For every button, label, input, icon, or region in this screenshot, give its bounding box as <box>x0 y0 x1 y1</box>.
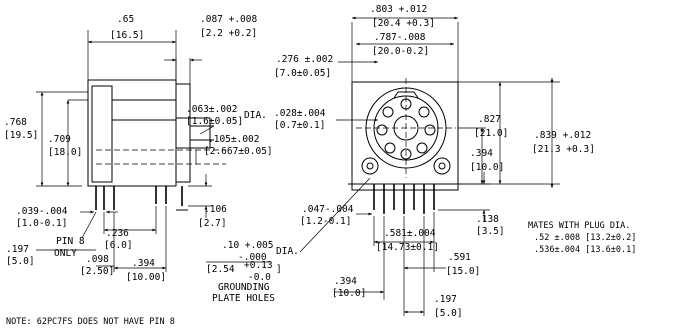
offset1-in: .236 <box>106 228 129 239</box>
pin-width-in: .039-.004 <box>16 206 68 217</box>
grounding-label-line1: GROUNDING <box>218 282 270 293</box>
front-pins <box>373 184 435 214</box>
offset4-mm: [10.00] <box>126 272 166 283</box>
offset3-mm: [2.50] <box>80 266 114 277</box>
grounding-label-line2: PLATE HOLES <box>212 293 275 304</box>
bottom-mm: [5.0] <box>434 308 463 319</box>
contact-hole <box>424 124 436 136</box>
right-mm: [15.0] <box>446 266 480 277</box>
shaft-housing <box>175 117 211 149</box>
body-flange <box>91 85 113 183</box>
height2-mm: [21.3 +0.3] <box>532 144 595 155</box>
bushing-in: .087 +.008 <box>200 14 257 25</box>
contact-hole <box>384 142 396 154</box>
plate-flange <box>351 183 459 191</box>
inner-width-in: .787-.008 <box>374 32 426 43</box>
mates-line2: .52 ±.008 [13.2±0.2] <box>534 233 636 243</box>
shaft-dia-in: .063±.002 <box>186 104 237 115</box>
pin-length-mm: [2.7] <box>198 218 227 229</box>
mounting-plate <box>175 83 191 183</box>
contact-hole <box>418 106 430 118</box>
contact-hole <box>416 142 428 154</box>
overall-width-in: .803 +.012 <box>370 4 427 15</box>
contact-hole <box>400 148 412 160</box>
pin8-label-line2: ONLY <box>54 248 77 259</box>
offset4-in: .394 <box>132 258 155 269</box>
offset2-in: .197 <box>6 244 29 255</box>
shaft-dia-mm: [1.6±0.05] <box>186 116 243 127</box>
bushing-mm: [2.2 +0.2] <box>200 28 257 39</box>
ground-hole-mm-tol2: -0.0 <box>248 272 271 283</box>
offset1-mm: [6.0] <box>104 240 133 251</box>
mates-line3: .536±.004 [13.6±0.1] <box>534 245 636 255</box>
offset2-mm: [5.0] <box>6 256 35 267</box>
ground-hole-mm-tol1: +0.13 <box>244 260 273 271</box>
small-gap-in: .028±.004 <box>274 108 326 119</box>
pin-span-in: .581±.004 <box>384 228 436 239</box>
contact-hole <box>382 106 394 118</box>
leader-line <box>199 125 215 135</box>
below-mm: [3.5] <box>476 226 505 237</box>
mates-line1: MATES WITH PLUG DIA. <box>528 221 630 231</box>
ground-hole-in: .10 +.005 <box>222 240 273 251</box>
contact-holes <box>376 98 436 160</box>
side-width-mm: [16.5] <box>110 30 144 41</box>
pin8-label-line1: PIN 8 <box>56 236 85 247</box>
ground-hole-mm-close: ] <box>276 264 282 275</box>
side-view: .65 [16.5] .768 [19.5] .709 [18.0] .087 … <box>4 14 273 283</box>
leader-line <box>299 177 371 253</box>
pin-length-in: .106 <box>204 204 227 215</box>
height3-in: .394 <box>470 148 493 159</box>
connector-body <box>87 79 177 187</box>
side-height-in: .768 <box>4 117 27 128</box>
right-in: .591 <box>448 252 471 263</box>
ground-hole-in-tol: -.000 <box>238 252 267 263</box>
key-notch <box>393 91 419 99</box>
mates-note: MATES WITH PLUG DIA. .52 ±.008 [13.2±0.2… <box>528 221 636 255</box>
mount-hole-right-inner <box>438 162 446 170</box>
ground-hole-suffix: DIA. <box>276 246 299 257</box>
pitch-in: .105±.002 <box>208 134 259 145</box>
pin-thickness-mm: [1.2-0.1] <box>300 216 351 227</box>
side-body-height-in: .709 <box>48 134 71 145</box>
side-body-height-mm: [18.0] <box>48 147 82 158</box>
height3-mm: [10.0] <box>470 162 504 173</box>
shaft-dia-suffix: DIA. <box>244 110 267 121</box>
height2-in: .839 +.012 <box>534 130 591 141</box>
below-in: .138 <box>476 214 499 225</box>
overall-width-mm: [20.4 +0.3] <box>372 18 435 29</box>
height1-in: .827 <box>478 114 501 125</box>
ground-hole-mm: [2.54 <box>206 264 235 275</box>
hole-offset-mm: [7.0±0.05] <box>274 68 331 79</box>
front-view: .803 +.012 [20.4 +0.3] .787-.008 [20.0-0… <box>206 4 595 319</box>
offset3-in: .098 <box>86 254 109 265</box>
mount-hole-right <box>433 157 451 175</box>
small-gap-mm: [0.7±0.1] <box>274 120 325 131</box>
height1-mm: [21.0] <box>474 128 508 139</box>
side-height-mm: [19.5] <box>4 130 38 141</box>
left-in: .394 <box>334 276 357 287</box>
mount-hole-left-inner <box>366 162 374 170</box>
hole-offset-in: .276 ±.002 <box>276 54 333 65</box>
pin-span-mm: [14.73±0.1] <box>376 242 439 253</box>
leader-line <box>81 211 97 239</box>
pin-width-mm: [1.0-0.1] <box>16 218 67 229</box>
inner-width-mm: [20.0-0.2] <box>372 46 429 57</box>
left-mm: [10.0] <box>332 288 366 299</box>
pitch-mm: [2.667±0.05] <box>204 146 273 157</box>
bottom-in: .197 <box>434 294 457 305</box>
side-width-in: .65 <box>117 14 134 25</box>
bottom-note: NOTE: 62PC7FS DOES NOT HAVE PIN 8 <box>6 317 175 327</box>
contact-hole <box>376 124 388 136</box>
contact-hole <box>400 98 412 110</box>
mount-hole-left <box>361 157 379 175</box>
pin-thickness-in: .047-.004 <box>302 204 354 215</box>
